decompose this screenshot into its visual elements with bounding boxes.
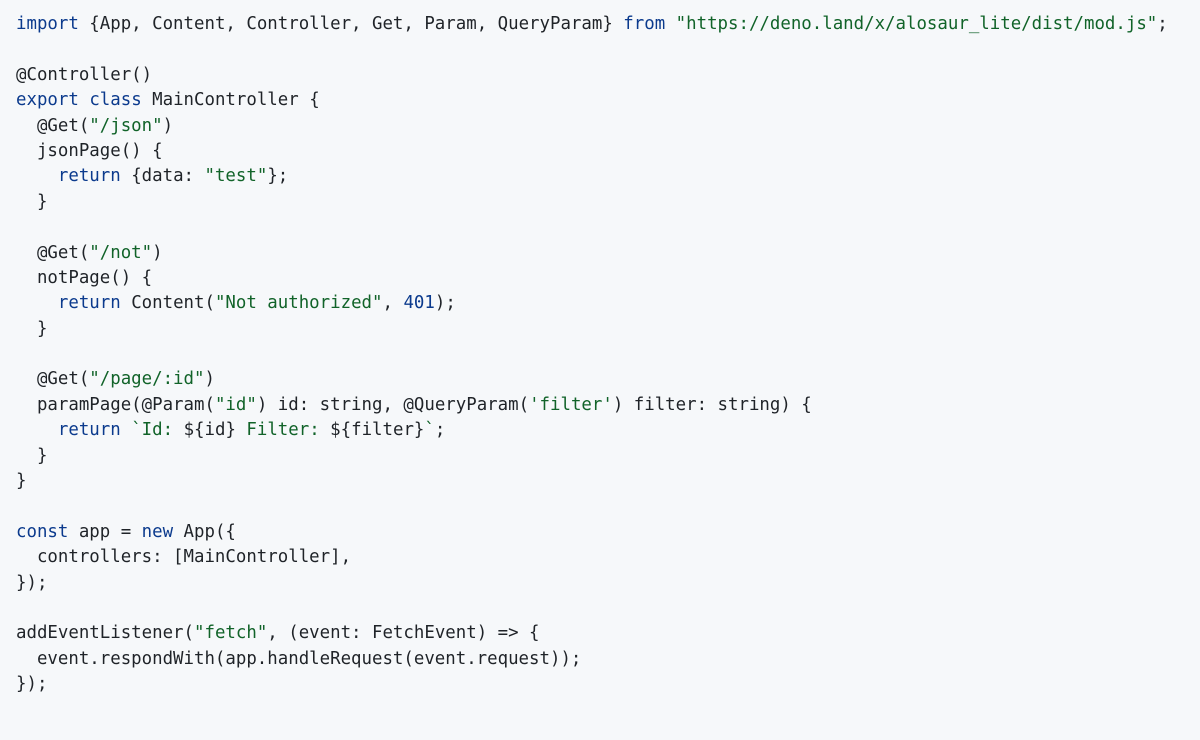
code-line: }); [16, 672, 1200, 697]
code-token-plain: , (event: FetchEvent) => { [267, 623, 540, 644]
code-line: paramPage(@Param("id") id: string, @Quer… [16, 393, 1200, 418]
code-token-string: "fetch" [194, 623, 268, 644]
code-token-plain: paramPage(@Param( [16, 394, 215, 415]
code-token-plain: {App, Content, Controller, Get, Param, Q… [78, 14, 624, 34]
code-token-plain: } [16, 318, 48, 339]
code-token-plain: ) [152, 242, 163, 263]
code-line: controllers: [MainController], [16, 545, 1200, 570]
code-token-plain: ; [1157, 14, 1168, 34]
code-line: export class MainController { [16, 88, 1200, 113]
code-token-plain: } [16, 445, 48, 466]
code-token-string: ` [424, 420, 435, 441]
code-token-plain: ${id} [183, 420, 236, 441]
code-token-keyword: return [57, 293, 121, 314]
code-token-keyword: import [16, 14, 79, 34]
code-token-plain [16, 293, 58, 313]
code-token-plain [121, 420, 131, 440]
code-token-plain: app = [68, 521, 142, 542]
code-token-string: Filter: [235, 420, 331, 441]
code-token-keyword: const [16, 521, 69, 542]
code-line: } [16, 469, 1200, 494]
code-token-plain [16, 166, 58, 186]
code-token-string: "/not" [89, 242, 153, 263]
code-token-string: 'filter' [529, 394, 613, 415]
code-line [16, 215, 1200, 240]
code-line: }); [16, 571, 1200, 596]
code-token-plain [16, 420, 58, 440]
code-line [16, 494, 1200, 519]
code-line: import {App, Content, Controller, Get, P… [16, 12, 1200, 37]
code-token-plain: } [16, 191, 48, 212]
code-token-plain: MainController { [141, 90, 320, 111]
code-line: } [16, 444, 1200, 469]
code-line: } [16, 190, 1200, 215]
code-line: @Get("/page/:id") [16, 367, 1200, 392]
code-token-plain: ) [162, 115, 174, 136]
code-token-plain: }); [16, 674, 48, 695]
code-token-plain: event.respondWith(app.handleRequest(even… [16, 648, 582, 669]
code-token-plain: ); [434, 293, 456, 314]
code-token-string: "/json" [89, 115, 163, 136]
code-token-string: `Id: [131, 420, 184, 441]
code-token-keyword: return [57, 166, 121, 187]
code-token-keyword: class [89, 90, 142, 111]
code-token-plain: } [16, 471, 27, 492]
code-token-keyword: export [16, 90, 79, 111]
code-token-plain: }; [267, 166, 289, 187]
code-line: } [16, 317, 1200, 342]
code-token-string: "/page/:id" [89, 369, 205, 390]
code-line: return `Id: ${id} Filter: ${filter}`; [16, 418, 1200, 443]
code-line: return Content("Not authorized", 401); [16, 291, 1200, 316]
code-token-keyword: new [141, 521, 174, 542]
code-token-plain: }); [16, 572, 48, 593]
code-line [16, 596, 1200, 621]
code-token-plain: addEventListener( [16, 623, 194, 644]
code-token-plain: App({ [173, 521, 236, 542]
code-token-string: "Not authorized" [214, 293, 383, 314]
code-token-plain: Content( [120, 293, 215, 314]
code-token-plain: @Get( [16, 115, 90, 136]
code-token-string: "id" [214, 394, 257, 415]
code-token-plain: ) id: string, @QueryParam( [256, 394, 530, 415]
code-line: event.respondWith(app.handleRequest(even… [16, 647, 1200, 672]
code-token-keyword: return [57, 420, 121, 441]
code-token-plain: ${filter} [330, 420, 425, 441]
code-token-string: "test" [204, 166, 268, 187]
code-token-keyword: from [623, 14, 666, 34]
code-line: jsonPage() { [16, 139, 1200, 164]
code-line [16, 342, 1200, 367]
code-token-plain: notPage() { [16, 267, 153, 288]
code-token-plain: ) [204, 369, 215, 390]
code-line: @Get("/json") [16, 114, 1200, 139]
code-token-plain: ) filter: string) { [612, 394, 812, 415]
code-token-plain: @Get( [16, 242, 90, 263]
code-line: addEventListener("fetch", (event: FetchE… [16, 621, 1200, 646]
code-token-plain [79, 90, 89, 110]
code-line: @Controller() [16, 63, 1200, 88]
code-token-number: 401 [403, 293, 435, 314]
code-token-plain: , [382, 293, 404, 314]
code-token-plain: controllers: [MainController], [16, 547, 352, 568]
code-token-plain: @Get( [16, 369, 90, 390]
code-line [16, 37, 1200, 62]
code-token-plain: jsonPage() { [16, 140, 163, 161]
code-token-plain: @Controller() [16, 64, 153, 85]
code-line: const app = new App({ [16, 520, 1200, 545]
code-token-plain: {data: [120, 166, 205, 187]
code-token-plain: ; [434, 420, 446, 441]
code-token-plain [665, 14, 675, 34]
code-line: notPage() { [16, 266, 1200, 291]
code-line: @Get("/not") [16, 241, 1200, 266]
code-token-string: "https://deno.land/x/alosaur_lite/dist/m… [675, 14, 1158, 34]
code-line: return {data: "test"}; [16, 164, 1200, 189]
